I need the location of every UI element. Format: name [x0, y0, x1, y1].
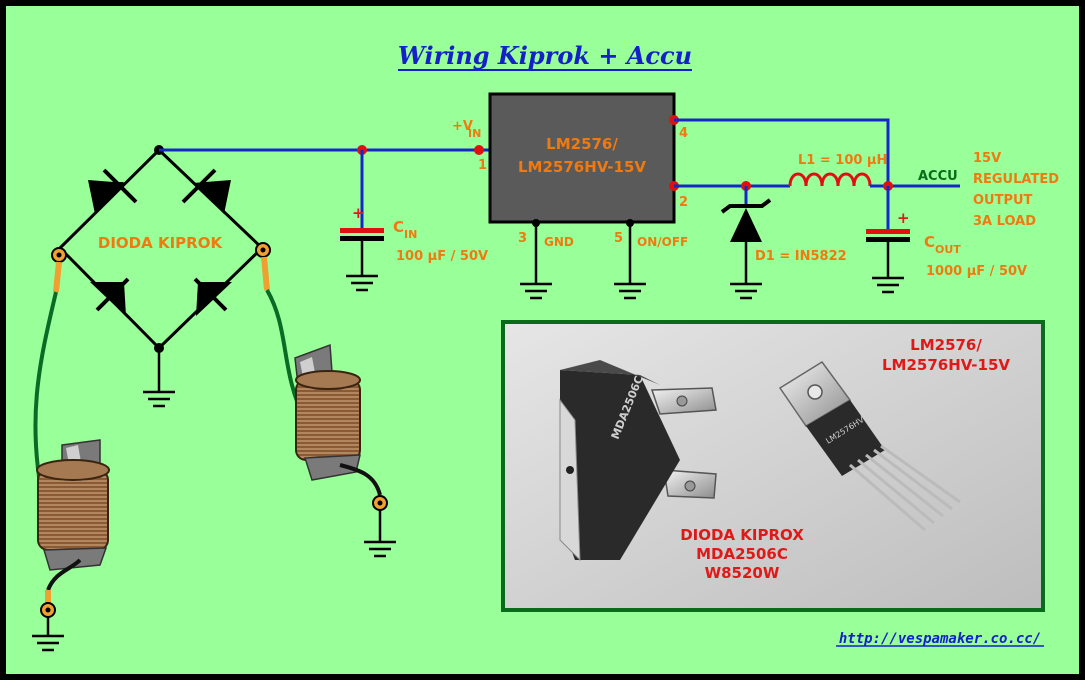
bridge-rectifier-photo: MDA2506C — [559, 360, 717, 562]
diode-d1 — [720, 186, 772, 284]
output-line4: 3A LOAD — [973, 214, 1036, 229]
regulator-ic — [488, 92, 676, 224]
vin-sub: IN — [468, 127, 481, 140]
gnd-label: GND — [544, 235, 574, 249]
cin-plus: + — [352, 204, 365, 222]
lm2576-photo: LM2576HV 15V — [778, 360, 961, 532]
diode-ground-symbol — [730, 282, 762, 300]
cout-value: 1000 µF / 50V — [926, 264, 1027, 279]
output-capacitor — [866, 186, 910, 278]
stator-coil-right — [294, 343, 382, 496]
pin2-label: 2 — [679, 195, 688, 210]
feedback-wire — [674, 118, 890, 186]
cout-name: C — [924, 233, 935, 251]
photo-bridge-line3: W8520W — [705, 564, 780, 582]
bridge-ground-symbol — [143, 348, 175, 408]
diagram-title: Wiring Kiprok + Accu — [398, 41, 692, 70]
bridge-label: DIODA KIPROK — [98, 234, 224, 252]
diode-label: D1 = IN5822 — [755, 249, 847, 264]
coil-right-ground-symbol — [364, 510, 396, 558]
regulator-line1: LM2576/ — [546, 135, 618, 153]
bridge-diode-2 — [193, 180, 231, 214]
cin-value: 100 µF / 50V — [396, 249, 488, 264]
stator-coil-left — [36, 439, 110, 591]
bridge-rectifier — [58, 145, 264, 353]
cout-ground-symbol — [872, 276, 904, 294]
pin3-label: 3 — [518, 231, 527, 246]
output-line3: OUTPUT — [973, 193, 1033, 208]
pin4-label: 4 — [679, 126, 688, 141]
cin-sub: IN — [404, 228, 417, 241]
cout-plus: + — [897, 209, 910, 227]
accu-label: ACCU — [918, 169, 958, 184]
photo-bridge-line2: MDA2506C — [696, 545, 788, 563]
cout-sub: OUT — [935, 243, 961, 256]
coil-left-ground-terminal — [40, 590, 56, 618]
inductor-label: L1 = 100 µH — [798, 153, 887, 168]
input-capacitor — [340, 150, 384, 276]
coil-left-ground-symbol — [32, 617, 64, 652]
pin3-ground-symbol — [520, 223, 552, 300]
cin-ground-symbol — [346, 274, 378, 292]
photo-lm-line2: LM2576HV-15V — [882, 356, 1010, 374]
photo-lm-line1: LM2576/ — [910, 336, 982, 354]
photo-bridge-line1: DIODA KIPROX — [680, 526, 804, 544]
vin-label: +V — [452, 119, 473, 134]
onoff-label: ON/OFF — [637, 235, 688, 249]
pin1-label: 1 — [478, 158, 487, 173]
output-line1: 15V — [973, 151, 1001, 166]
ac-terminal-left — [51, 247, 67, 293]
output-line2: REGULATED — [973, 172, 1059, 187]
regulator-line2: LM2576HV-15V — [518, 158, 646, 176]
ac-terminal-right — [255, 242, 271, 291]
pin1-node — [474, 145, 484, 155]
pin5-ground-symbol — [614, 223, 646, 300]
coil-right-ground-terminal — [372, 495, 388, 511]
website-url[interactable]: http://vespamaker.co.cc/ — [839, 631, 1041, 647]
inductor-l1 — [788, 172, 872, 187]
cin-name: C — [393, 218, 404, 236]
pin5-label: 5 — [614, 231, 623, 246]
